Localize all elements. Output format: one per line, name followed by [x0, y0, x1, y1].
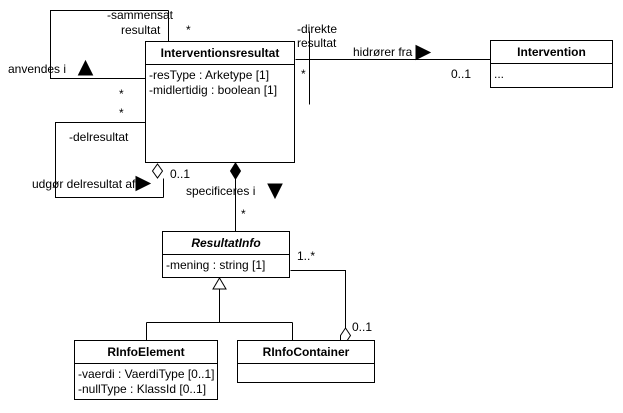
role-label-sammensat-line1: -sammensat	[107, 8, 174, 22]
generalization-triangle	[212, 277, 227, 290]
role-label-delresultat: -delresultat	[69, 130, 129, 144]
multiplicity-resultatinfo: 1..*	[297, 249, 316, 263]
direction-triangle-right-hidroerer	[415, 44, 432, 61]
direction-triangle-right	[135, 175, 152, 192]
multiplicity-direkte: *	[301, 67, 306, 81]
class-attributes-intervention: ...	[491, 64, 612, 85]
multiplicity-delresultat: 0..1	[170, 167, 191, 181]
assoc-hidroerer-fra-path	[295, 31, 491, 105]
direction-triangle-down	[267, 183, 283, 200]
assoc-name-hidroerer-fra: hidrører fra	[353, 45, 413, 59]
aggregation-diamond-delresultat	[151, 163, 164, 179]
multiplicity-left-lower: *	[119, 106, 124, 120]
class-attributes-rinfocontainer	[238, 364, 374, 388]
role-label-direkte-line1: -direkte	[297, 22, 338, 36]
assoc-name-specificeres-i: specificeres i	[186, 184, 256, 198]
class-attributes-rinfoelement: -vaerdi : VaerdiType [0..1] -nullType : …	[75, 364, 217, 400]
class-rinfocontainer[interactable]: RInfoContainer	[237, 340, 375, 383]
composition-diamond-specificeres	[229, 162, 242, 180]
attribute-row: ...	[494, 67, 505, 81]
direction-triangle-up	[77, 59, 94, 76]
class-rinfoelement[interactable]: RInfoElement -vaerdi : VaerdiType [0..1]…	[74, 340, 218, 400]
assoc-specificeres-i-path	[229, 162, 283, 232]
class-name-intervention: Intervention	[517, 45, 586, 59]
role-label-direkte-line2: resultat	[297, 36, 337, 50]
class-name-interventionsresultat: Interventionsresultat	[160, 46, 280, 60]
class-divider	[163, 254, 289, 255]
assoc-delresultat-path	[55, 122, 170, 198]
class-divider	[75, 363, 217, 364]
class-resultatinfo[interactable]: ResultatInfo -mening : string [1]	[162, 231, 290, 278]
class-divider	[491, 63, 612, 64]
multiplicity-specificeres: *	[241, 207, 246, 221]
multiplicity-sammensat-top: *	[186, 23, 191, 37]
multiplicity-left-upper: *	[119, 87, 124, 101]
multiplicity-intervention: 0..1	[451, 67, 472, 81]
generalization-path	[146, 277, 293, 341]
assoc-name-udgoer-delresultat-af: udgør delresultat af	[32, 177, 136, 191]
class-divider	[238, 363, 374, 364]
attribute-row: -nullType : KlassId [0..1]	[78, 382, 207, 396]
class-name-rinfocontainer: RInfoContainer	[262, 345, 350, 359]
attribute-row: -resType : Arketype [1]	[149, 68, 270, 82]
role-label-sammensat-line2: resultat	[121, 23, 161, 37]
class-name-resultatinfo: ResultatInfo	[191, 236, 261, 250]
class-divider	[146, 64, 294, 65]
attribute-row: -vaerdi : VaerdiType [0..1]	[78, 367, 215, 381]
class-interventionsresultat[interactable]: Interventionsresultat -resType : Arketyp…	[145, 41, 295, 163]
class-name-rinfoelement: RInfoElement	[107, 345, 185, 359]
attribute-row: -midlertidig : boolean [1]	[149, 83, 278, 97]
assoc-container-indhold-path	[290, 270, 352, 344]
multiplicity-container: 0..1	[352, 320, 373, 334]
assoc-name-anvendes-i: anvendes i	[8, 62, 67, 76]
class-attributes-resultatinfo: -mening : string [1]	[163, 255, 289, 276]
class-intervention[interactable]: Intervention ...	[490, 40, 613, 88]
class-attributes-interventionsresultat: -resType : Arketype [1] -midlertidig : b…	[146, 65, 294, 101]
attribute-row: -mening : string [1]	[166, 258, 266, 272]
